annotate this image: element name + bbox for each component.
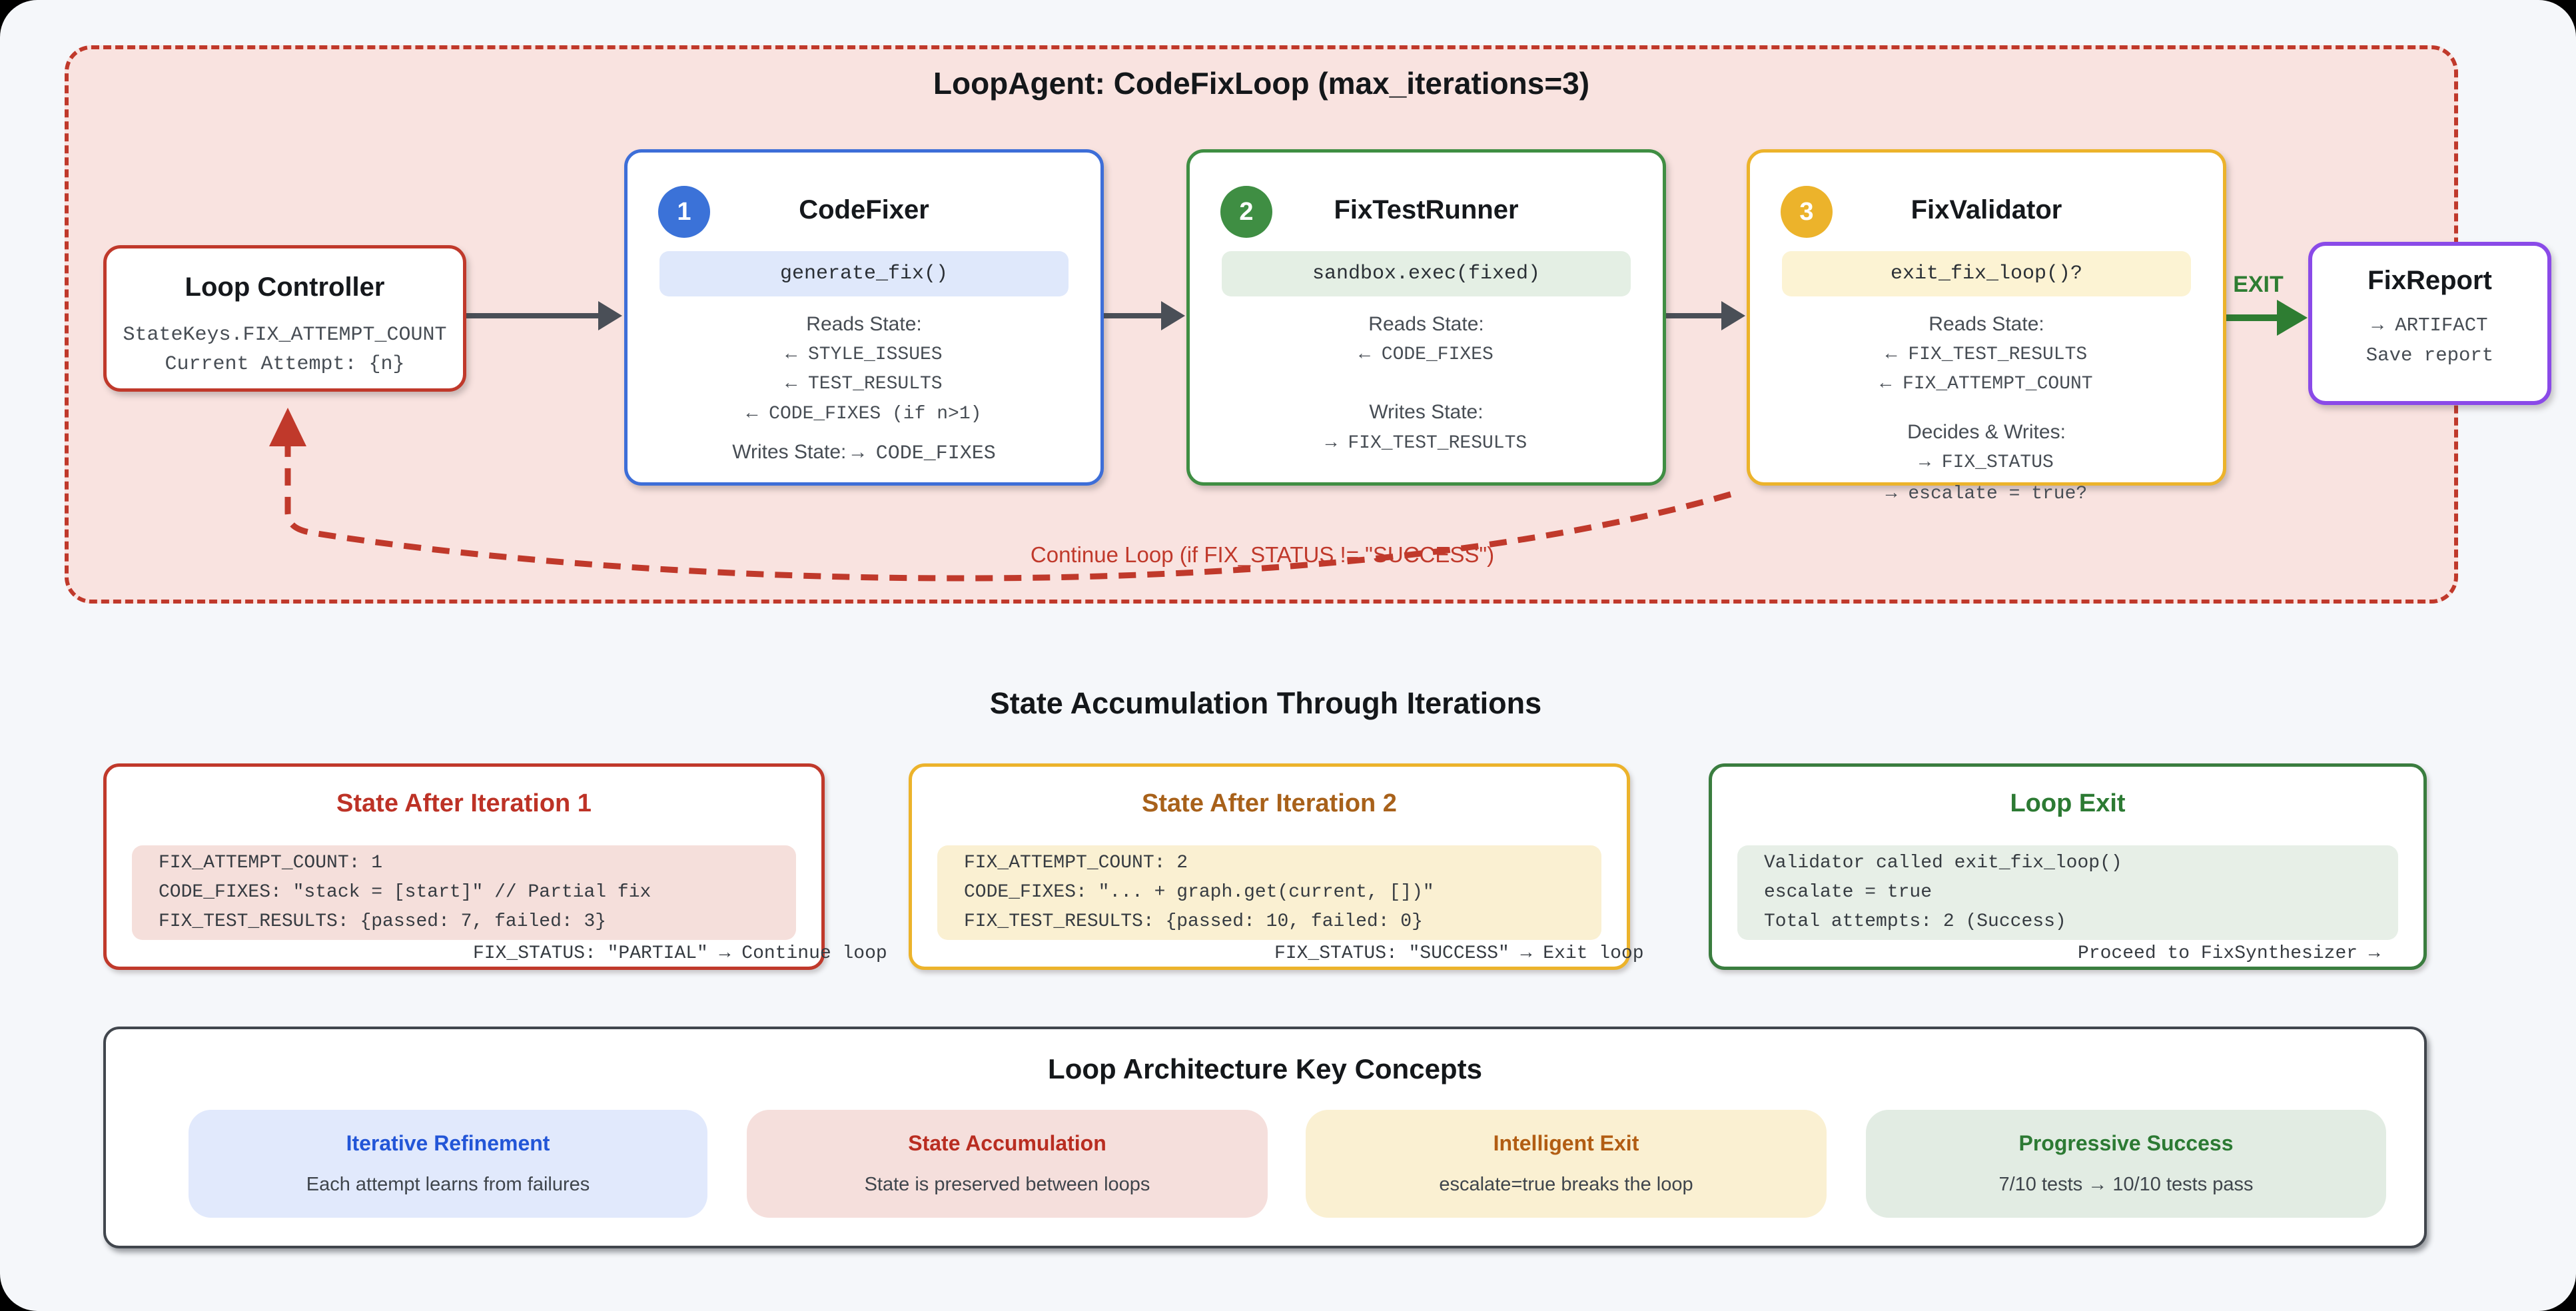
writes-line: Writes State: → CODE_FIXES	[628, 438, 1100, 470]
key-concepts-panel: Loop Architecture Key Concepts Iterative…	[103, 1027, 2427, 1248]
writes-label: Writes State:	[1369, 401, 1484, 423]
reads-label: Reads State:	[1929, 313, 2044, 335]
writes-item-overflow: → escalate = true?	[1885, 484, 2088, 504]
state-card-title: State After Iteration 1	[336, 789, 592, 817]
state-card-iteration-1: State After Iteration 1 FIX_ATTEMPT_COUN…	[103, 763, 887, 970]
agent-title: CodeFixer	[799, 195, 929, 224]
key-concepts-heading: Loop Architecture Key Concepts	[1048, 1053, 1482, 1085]
concept-desc: 7/10 tests → 10/10 tests pass	[1998, 1174, 2254, 1195]
agent-node-fixvalidator: 3 FixValidator exit_fix_loop()? Reads St…	[1747, 149, 2226, 504]
concept-desc: Each attempt learns from failures	[306, 1174, 590, 1195]
reads-item: ← FIX_TEST_RESULTS	[1885, 344, 2088, 365]
state-code-block: FIX_ATTEMPT_COUNT: 2 CODE_FIXES: "... + …	[937, 845, 1601, 940]
concept-card-progressive-success: Progressive Success 7/10 tests → 10/10 t…	[1866, 1110, 2386, 1218]
concept-title: Iterative Refinement	[346, 1131, 550, 1155]
exit-label: EXIT	[2233, 272, 2284, 297]
state-card-loop-exit: Loop Exit Validator called exit_fix_loop…	[1709, 763, 2427, 970]
reads-label: Reads State:	[806, 313, 922, 335]
exit-arrow	[2226, 300, 2308, 336]
agent-title: FixValidator	[1911, 195, 2062, 224]
state-code-block: FIX_ATTEMPT_COUNT: 1 CODE_FIXES: "stack …	[132, 845, 796, 940]
continue-loop-label: Continue Loop (if FIX_STATUS != "SUCCESS…	[1030, 542, 1495, 567]
concept-title: Progressive Success	[2018, 1131, 2234, 1155]
method-pill: generate_fix()	[659, 251, 1069, 296]
concept-title: Intelligent Exit	[1493, 1131, 1639, 1155]
state-card-iteration-2: State After Iteration 2 FIX_ATTEMPT_COUN…	[909, 763, 1644, 970]
fixreport-node: FixReport → ARTIFACT Save report	[2308, 242, 2551, 405]
state-card-title: State After Iteration 2	[1142, 789, 1397, 817]
fixreport-artifact: → ARTIFACT	[2371, 314, 2488, 336]
method-pill: sandbox.exec(fixed)	[1222, 251, 1631, 296]
concept-desc: escalate=true breaks the loop	[1439, 1174, 1693, 1195]
concept-card-state-accumulation: State Accumulation State is preserved be…	[747, 1110, 1268, 1218]
arrow-codefixer-to-testrunner	[1104, 301, 1185, 330]
loop-controller-statekey: StateKeys.FIX_ATTEMPT_COUNT	[123, 324, 447, 346]
loop-title: LoopAgent: CodeFixLoop (max_iterations=3…	[933, 66, 1590, 101]
concept-desc: State is preserved between loops	[864, 1174, 1150, 1195]
arrow-testrunner-to-validator	[1666, 301, 1745, 330]
state-code-block: Validator called exit_fix_loop() escalat…	[1737, 845, 2398, 940]
concept-card-iterative-refinement: Iterative Refinement Each attempt learns…	[189, 1110, 707, 1218]
state-section-heading: State Accumulation Through Iterations	[989, 686, 1542, 720]
concept-title: State Accumulation	[908, 1131, 1106, 1155]
method-pill: exit_fix_loop()?	[1782, 251, 2191, 296]
state-status-line: FIX_STATUS: "PARTIAL" → Continue loop	[473, 943, 887, 964]
reads-item: ← FIX_ATTEMPT_COUNT	[1880, 374, 2093, 394]
step-badge-1: 1	[658, 186, 710, 238]
reads-item: ← CODE_FIXES	[1359, 344, 1494, 365]
reads-item: ← TEST_RESULTS	[785, 374, 943, 394]
loop-controller-title: Loop Controller	[185, 272, 385, 302]
state-status-line: Proceed to FixSynthesizer →	[2078, 943, 2380, 964]
agent-node-codefixer: 1 CodeFixer generate_fix() Reads State: …	[624, 149, 1104, 486]
step-badge-2: 2	[1220, 186, 1272, 238]
agent-title: FixTestRunner	[1334, 195, 1519, 224]
writes-item: → FIX_TEST_RESULTS	[1325, 433, 1527, 454]
state-card-title: Loop Exit	[2010, 789, 2126, 817]
fixreport-title: FixReport	[2367, 266, 2492, 295]
fixreport-save: Save report	[2365, 344, 2494, 366]
writes-label: Writes State:	[732, 441, 847, 463]
step-badge-3: 3	[1781, 186, 1833, 238]
writes-item: → CODE_FIXES	[851, 442, 996, 465]
reads-item: ← STYLE_ISSUES	[785, 344, 943, 365]
reads-item: ← CODE_FIXES (if n>1)	[746, 404, 982, 424]
decides-label: Decides & Writes:	[1907, 421, 2066, 443]
loop-controller-node: Loop Controller StateKeys.FIX_ATTEMPT_CO…	[103, 245, 466, 392]
concept-card-intelligent-exit: Intelligent Exit escalate=true breaks th…	[1306, 1110, 1827, 1218]
agent-node-fixtestrunner: 2 FixTestRunner sandbox.exec(fixed) Read…	[1186, 149, 1666, 486]
arrow-controller-to-codefixer	[466, 301, 622, 330]
loop-controller-attempt: Current Attempt: {n}	[165, 353, 405, 376]
reads-label: Reads State:	[1368, 313, 1484, 335]
state-status-line: FIX_STATUS: "SUCCESS" → Exit loop	[1274, 943, 1644, 964]
writes-item: → FIX_STATUS	[1919, 452, 2054, 473]
